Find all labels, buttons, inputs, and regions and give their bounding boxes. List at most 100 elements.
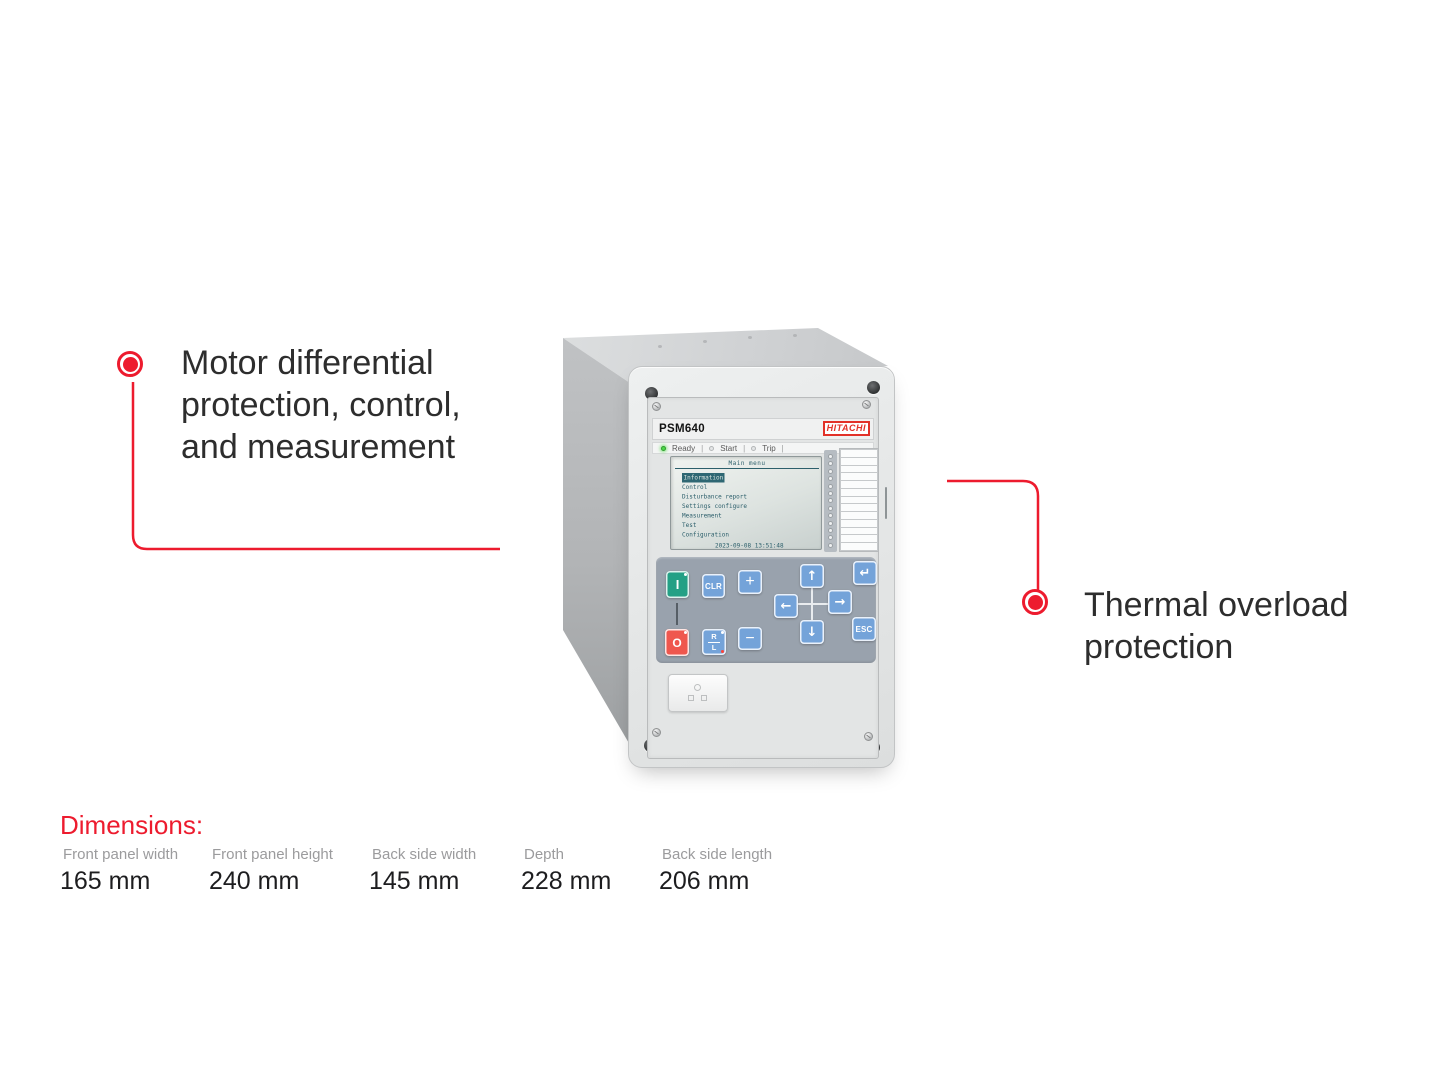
indicator-led xyxy=(828,520,833,526)
indicator-led xyxy=(828,542,833,548)
remote-local-dot xyxy=(721,631,724,634)
dimension-front-panel-height: Front panel height 240 mm xyxy=(209,846,359,896)
dimension-value: 206 mm xyxy=(659,867,750,895)
arrow-right-icon: → xyxy=(834,594,846,610)
callout-left-text: Motor differential protection, control, … xyxy=(181,342,461,468)
lcd-display: Main menu Information Control Disturbanc… xyxy=(670,456,822,550)
indicator-led xyxy=(828,476,833,482)
device-side-face xyxy=(563,338,630,745)
status-separator: | xyxy=(743,443,746,453)
device-psm640: HITACHI PSM640 Ready | Start | Trip | xyxy=(545,300,945,790)
remote-local-button: R L xyxy=(702,629,726,655)
lcd-title: Main menu xyxy=(728,459,766,467)
label-strip xyxy=(841,481,877,488)
indicator-led-column xyxy=(824,450,837,552)
esc-label: ESC xyxy=(855,624,873,634)
callout-left-line2: protection, control, xyxy=(181,386,461,424)
minus-button: − xyxy=(738,627,762,650)
power-on-label: I xyxy=(675,577,680,592)
keypad: I O CLR R L xyxy=(656,557,877,663)
lcd-menu-item: Disturbance report xyxy=(682,493,748,500)
callout-right-line2: protection xyxy=(1084,628,1234,666)
hitachi-logo: HITACHI xyxy=(822,421,870,436)
label-strip xyxy=(841,512,877,519)
dimension-label: Front panel height xyxy=(212,846,333,863)
callout-line-right xyxy=(947,479,1040,590)
trip-label: Trip xyxy=(762,443,776,453)
dimension-back-side-width: Back side width 145 mm xyxy=(369,846,519,896)
top-face-screw xyxy=(658,345,662,348)
trip-led xyxy=(751,445,757,451)
label-strip xyxy=(841,504,877,512)
top-face-screw xyxy=(703,340,707,343)
power-on-button: I xyxy=(666,571,689,598)
power-off-label: O xyxy=(672,635,682,650)
dimension-value: 240 mm xyxy=(209,867,300,895)
bullet-right xyxy=(1022,589,1048,615)
dimension-label: Depth xyxy=(524,846,565,863)
power-divider xyxy=(676,603,678,625)
label-strip xyxy=(841,543,877,550)
enter-button: ↵ xyxy=(853,561,877,585)
top-face-screw xyxy=(793,334,797,337)
label-strip xyxy=(841,519,877,527)
ready-label: Ready xyxy=(672,443,696,453)
status-led-strip: Ready | Start | Trip | xyxy=(652,442,874,454)
indicator-led xyxy=(828,491,833,497)
plate-screw xyxy=(862,400,871,409)
ready-led xyxy=(661,445,666,451)
plus-label: + xyxy=(745,573,755,590)
plus-button: + xyxy=(738,570,762,594)
device-inner-plate: HITACHI PSM640 Ready | Start | Trip | xyxy=(647,397,879,759)
lcd-title-rule xyxy=(675,468,819,469)
dimension-value: 145 mm xyxy=(369,867,460,895)
remote-local-red-dot xyxy=(721,650,724,653)
indicator-led xyxy=(828,535,833,541)
comm-port-icon xyxy=(686,684,710,702)
esc-button: ESC xyxy=(852,617,876,641)
indicator-led xyxy=(828,483,833,489)
panel-groove xyxy=(885,487,887,519)
plate-screw xyxy=(864,732,873,741)
dimension-value: 165 mm xyxy=(60,867,151,895)
dimension-value: 228 mm xyxy=(521,867,612,895)
indicator-led xyxy=(828,505,833,511)
dimension-front-panel-width: Front panel width 165 mm xyxy=(60,846,210,896)
dimension-label: Front panel width xyxy=(63,846,179,863)
power-off-button: O xyxy=(665,629,689,656)
model-strip: PSM640 xyxy=(652,418,874,440)
minus-label: − xyxy=(745,629,755,647)
lcd-menu-item: Settings configure xyxy=(682,502,748,510)
corner-screw-hole xyxy=(645,387,658,400)
lcd-menu-item-selected: Information xyxy=(682,473,725,483)
model-label: PSM640 xyxy=(659,423,705,435)
clr-button: CLR xyxy=(702,574,725,598)
callout-right-text: Thermal overload protection xyxy=(1084,584,1349,668)
remote-local-divider xyxy=(708,641,720,643)
arrow-left-button: ← xyxy=(774,594,798,618)
lcd-content: Main menu Information Control Disturbanc… xyxy=(671,457,821,549)
indicator-led xyxy=(828,454,833,459)
comm-port-cover xyxy=(668,674,728,712)
indicator-led xyxy=(828,468,833,474)
lcd-menu-item: Measurement xyxy=(682,512,722,519)
callout-right-line1: Thermal overload xyxy=(1084,586,1349,624)
dimension-depth: Depth 228 mm xyxy=(521,846,671,896)
status-separator: | xyxy=(781,443,784,453)
dimension-back-side-length: Back side length 206 mm xyxy=(659,846,809,896)
label-strip xyxy=(841,450,877,457)
label-strip xyxy=(841,457,877,465)
arrow-down-button: ↓ xyxy=(800,620,824,644)
plate-screw xyxy=(652,728,661,737)
label-strip xyxy=(841,473,877,481)
lcd-menu-item: Test xyxy=(682,521,697,529)
lcd-timestamp: 2023-09-08 13:51:48 xyxy=(715,542,784,549)
arrow-down-icon: ↓ xyxy=(806,624,818,640)
top-face-screw xyxy=(748,336,752,339)
power-off-dot xyxy=(684,631,687,634)
label-strip-column xyxy=(839,448,879,552)
label-strip xyxy=(841,465,877,473)
indicator-led xyxy=(828,498,833,504)
arrow-up-icon: ↑ xyxy=(806,568,818,584)
bullet-left xyxy=(117,351,143,377)
